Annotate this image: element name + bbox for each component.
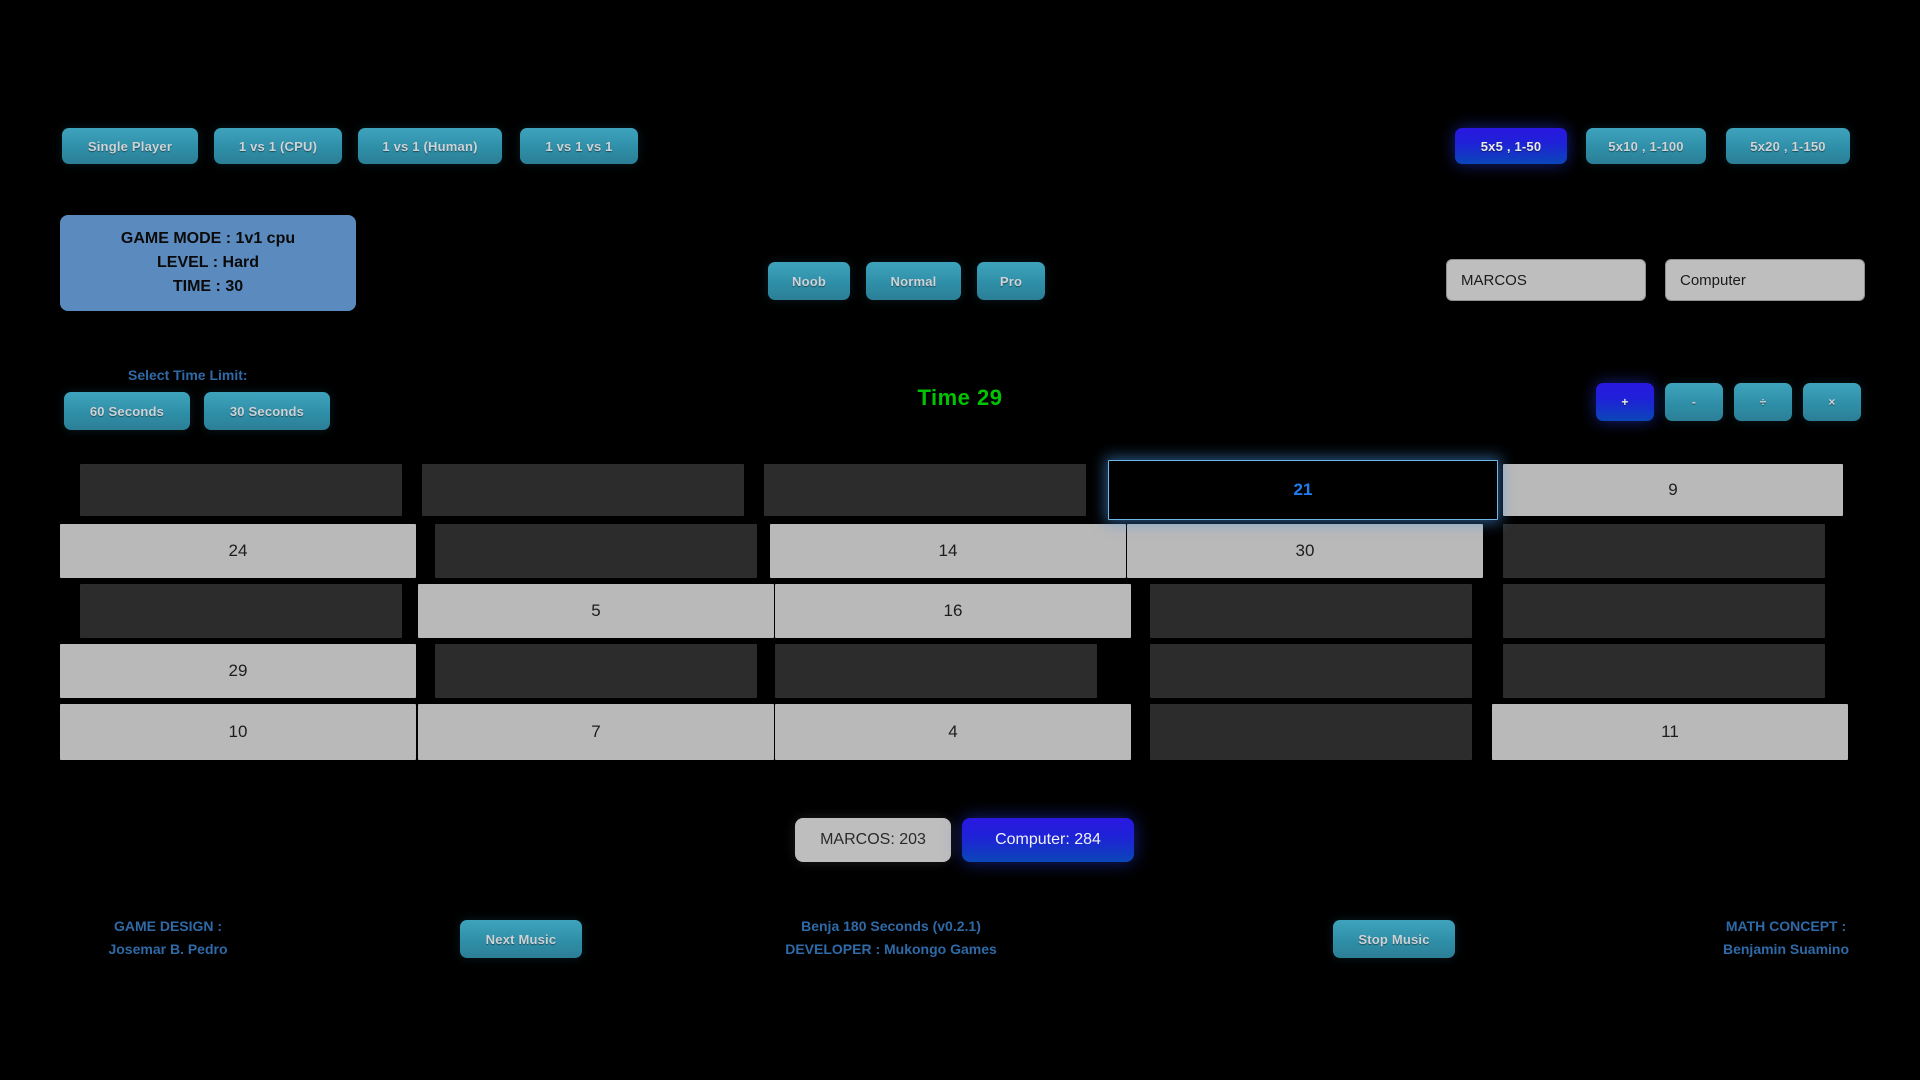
game-design-credit: GAME DESIGN : Josemar B. Pedro: [68, 915, 268, 961]
operator-button-divide[interactable]: ÷: [1734, 383, 1792, 421]
board-cell[interactable]: [1150, 584, 1472, 638]
app-developer: DEVELOPER : Mukongo Games: [785, 941, 997, 957]
game-design-name: Josemar B. Pedro: [108, 941, 228, 957]
board-cell[interactable]: 29: [60, 644, 416, 698]
difficulty-button-pro[interactable]: Pro: [977, 262, 1045, 300]
stop-music-button[interactable]: Stop Music: [1333, 920, 1455, 958]
app-title-credit: Benja 180 Seconds (v0.2.1) DEVELOPER : M…: [737, 915, 1045, 961]
next-music-button[interactable]: Next Music: [460, 920, 582, 958]
difficulty-button-noob[interactable]: Noob: [768, 262, 850, 300]
math-concept-title: MATH CONCEPT :: [1725, 918, 1847, 934]
math-concept-name: Benjamin Suamino: [1722, 941, 1850, 957]
score-chip-player2: Computer: 284: [962, 818, 1134, 862]
countdown-timer: Time 29: [917, 385, 1003, 410]
game-design-title: GAME DESIGN :: [113, 918, 223, 934]
time-limit-label: Select Time Limit:: [128, 367, 248, 383]
board-cell[interactable]: [775, 644, 1097, 698]
board-cell[interactable]: 14: [770, 524, 1126, 578]
difficulty-button-normal[interactable]: Normal: [866, 262, 961, 300]
board-size-button-5x20[interactable]: 5x20 , 1-150: [1726, 128, 1850, 164]
board-cell[interactable]: [435, 524, 757, 578]
board-cell[interactable]: 16: [775, 584, 1131, 638]
info-time: TIME : 30: [172, 278, 244, 295]
board-cell[interactable]: [1503, 524, 1825, 578]
mode-button-1v1v1[interactable]: 1 vs 1 vs 1: [520, 128, 638, 164]
player1-name-input[interactable]: [1446, 259, 1646, 301]
time-limit-button-60[interactable]: 60 Seconds: [64, 392, 190, 430]
board-cell[interactable]: 5: [418, 584, 774, 638]
board-cell[interactable]: [435, 644, 757, 698]
board-cell[interactable]: [764, 464, 1086, 516]
mode-button-single-player[interactable]: Single Player: [62, 128, 198, 164]
mode-button-1v1-cpu[interactable]: 1 vs 1 (CPU): [214, 128, 342, 164]
app-title: Benja 180 Seconds (v0.2.1): [801, 918, 981, 934]
operator-button-plus[interactable]: +: [1596, 383, 1654, 421]
math-concept-credit: MATH CONCEPT : Benjamin Suamino: [1680, 915, 1892, 961]
board-cell[interactable]: [1503, 584, 1825, 638]
board-cell[interactable]: 4: [775, 704, 1131, 760]
board-cell[interactable]: 30: [1127, 524, 1483, 578]
score-chip-player1: MARCOS: 203: [795, 818, 951, 862]
board-cell[interactable]: 9: [1503, 464, 1843, 516]
info-level: LEVEL : Hard: [157, 254, 259, 271]
board-cell[interactable]: 10: [60, 704, 416, 760]
game-info-panel: GAME MODE : 1v1 cpu LEVEL : Hard TIME : …: [60, 215, 356, 311]
board-cell[interactable]: 11: [1492, 704, 1848, 760]
board-cell[interactable]: [1150, 704, 1472, 760]
board-cell[interactable]: [80, 584, 402, 638]
board-cell[interactable]: 24: [60, 524, 416, 578]
time-limit-button-30[interactable]: 30 Seconds: [204, 392, 330, 430]
board-size-button-5x5[interactable]: 5x5 , 1-50: [1455, 128, 1567, 164]
operator-button-multiply[interactable]: ×: [1803, 383, 1861, 421]
board-cell[interactable]: [1150, 644, 1472, 698]
operator-button-minus[interactable]: -: [1665, 383, 1723, 421]
info-game-mode: GAME MODE : 1v1 cpu: [120, 230, 296, 247]
board-cell[interactable]: [422, 464, 744, 516]
mode-button-1v1-human[interactable]: 1 vs 1 (Human): [358, 128, 502, 164]
number-board: 21 9 24 14 30 5 16 29 10 7 4 11: [60, 460, 1860, 770]
board-size-button-5x10[interactable]: 5x10 , 1-100: [1586, 128, 1706, 164]
player2-name-input[interactable]: [1665, 259, 1865, 301]
board-cell[interactable]: 7: [418, 704, 774, 760]
board-cell[interactable]: [1503, 644, 1825, 698]
board-cell-active[interactable]: 21: [1108, 460, 1498, 520]
board-cell[interactable]: [80, 464, 402, 516]
